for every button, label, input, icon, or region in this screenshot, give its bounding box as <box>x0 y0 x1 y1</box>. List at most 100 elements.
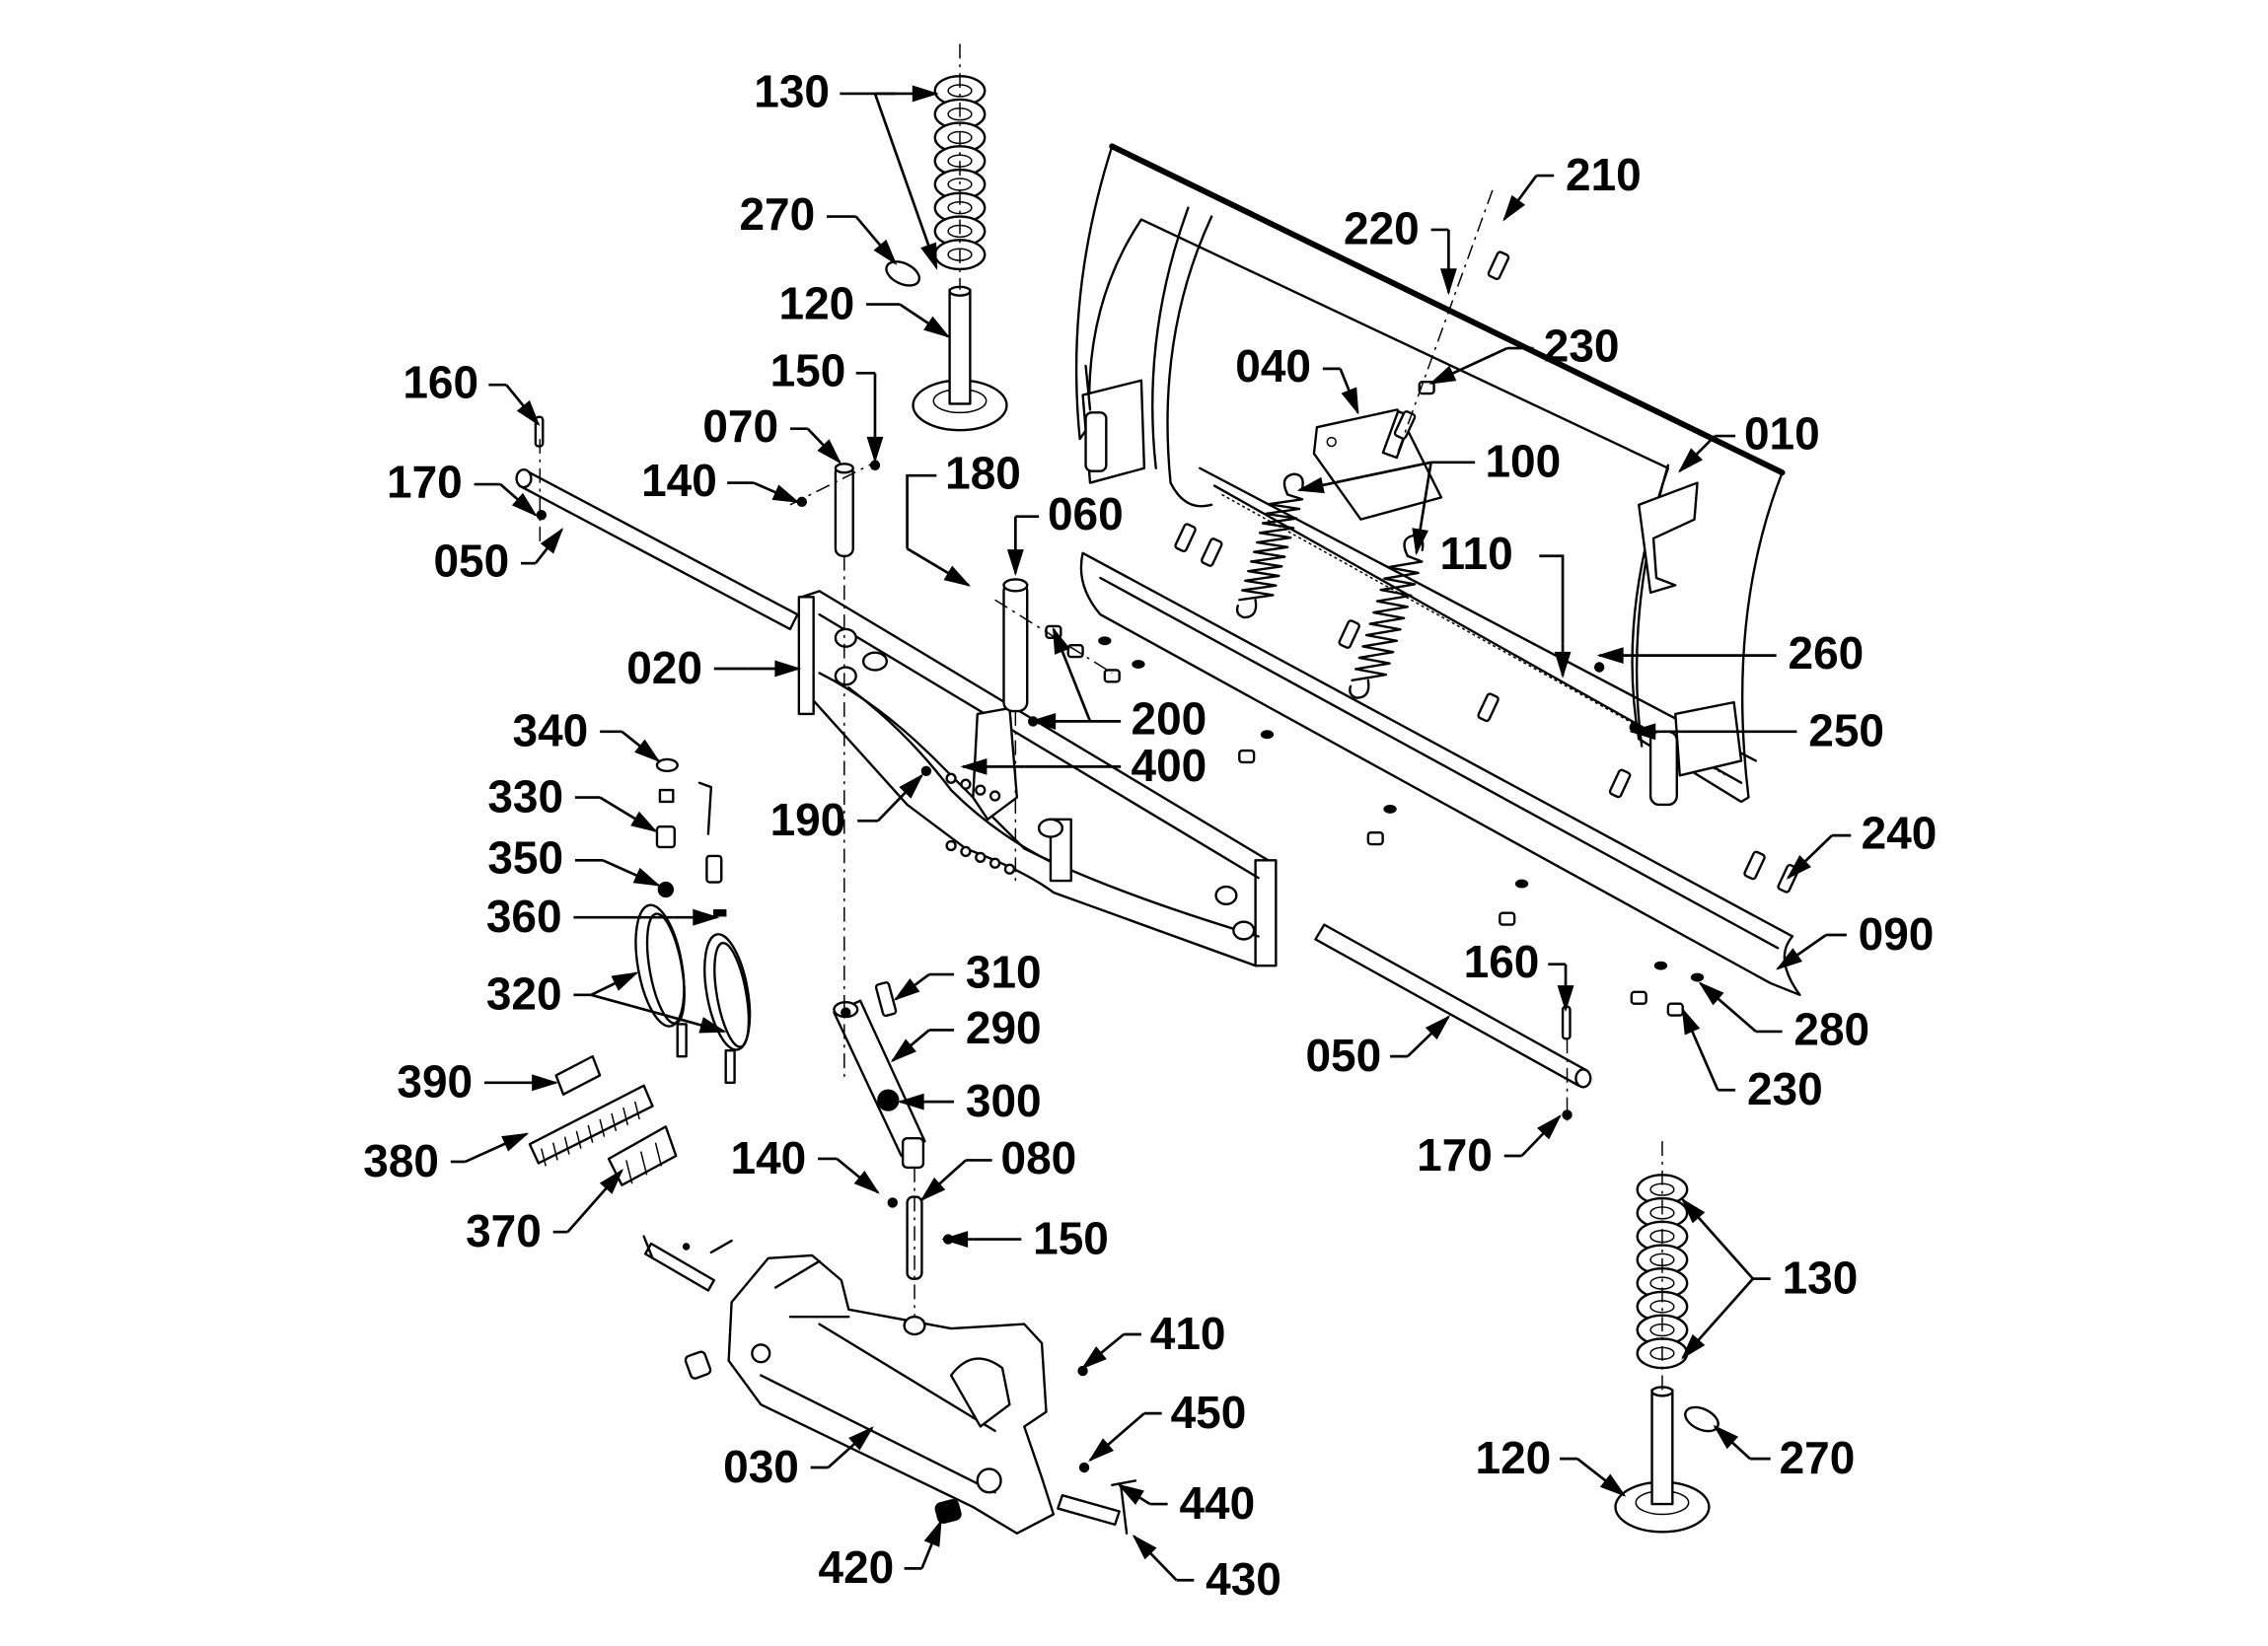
callout-430[interactable]: 430 <box>1132 1534 1281 1605</box>
coil <box>563 1136 570 1155</box>
arrowhead-icon <box>1537 1114 1562 1140</box>
small-fastener <box>1078 1462 1090 1473</box>
callout-220[interactable]: 220 <box>1344 203 1457 296</box>
callout-label: 130 <box>1783 1252 1859 1303</box>
clip-270-lower[interactable] <box>1681 1402 1721 1436</box>
lock-pin-430[interactable] <box>1057 1479 1137 1535</box>
spring-left[interactable] <box>684 1350 712 1380</box>
callout-230[interactable]: 230 <box>1428 320 1620 385</box>
spring-hook <box>1349 679 1370 699</box>
spring-hook <box>1235 599 1258 619</box>
arrowhead-icon <box>1439 268 1457 296</box>
callout-label: 080 <box>1001 1132 1077 1183</box>
callout-150[interactable]: 150 <box>770 345 884 464</box>
bolt <box>1477 692 1500 723</box>
callout-140[interactable]: 140 <box>641 455 800 506</box>
callout-270[interactable]: 270 <box>1713 1424 1855 1483</box>
callout-310[interactable]: 310 <box>893 946 1042 1001</box>
extension-springs[interactable] <box>1235 472 1425 699</box>
callout-230[interactable]: 230 <box>1681 1007 1823 1114</box>
callout-130[interactable]: 130 <box>754 65 939 270</box>
callout-label: 040 <box>1235 340 1311 392</box>
callout-260[interactable]: 260 <box>1596 627 1864 679</box>
callout-350[interactable]: 350 <box>487 832 661 887</box>
callout-290[interactable]: 290 <box>890 1002 1042 1063</box>
callout-110[interactable]: 110 <box>1439 528 1572 679</box>
clip-270-upper[interactable] <box>883 256 923 290</box>
a-frame[interactable] <box>797 590 1278 967</box>
callout-380[interactable]: 380 <box>363 1132 530 1186</box>
coil <box>622 1107 629 1126</box>
arrowhead-icon <box>960 757 988 775</box>
callout-label: 250 <box>1808 705 1884 756</box>
arrowhead-icon <box>774 660 802 678</box>
callout-label: 210 <box>1566 149 1642 200</box>
callout-200[interactable]: 200 <box>1029 626 1207 745</box>
callout-400[interactable]: 400 <box>960 740 1207 791</box>
callout-440[interactable]: 440 <box>1117 1477 1256 1529</box>
callout-300[interactable]: 300 <box>897 1075 1042 1126</box>
callout-370[interactable]: 370 <box>466 1168 624 1256</box>
callout-120[interactable]: 120 <box>1476 1432 1627 1497</box>
arrowhead-icon <box>1698 981 1724 1006</box>
arrowhead-icon <box>943 565 972 587</box>
callout-360[interactable]: 360 <box>486 891 720 942</box>
bolt <box>1487 250 1510 281</box>
arrowhead-icon <box>540 528 564 554</box>
callout-050[interactable]: 050 <box>1305 1015 1451 1081</box>
callout-130[interactable]: 130 <box>1681 1197 1859 1360</box>
pivot-rod-upper[interactable] <box>515 468 799 631</box>
callout-390[interactable]: 390 <box>397 1056 559 1108</box>
arrowhead-icon <box>1006 549 1024 577</box>
callout-140[interactable]: 140 <box>731 1132 880 1194</box>
skid-shoe-upper[interactable] <box>912 285 1008 432</box>
callout-160[interactable]: 160 <box>402 357 541 427</box>
hose-wraps[interactable] <box>528 1054 678 1186</box>
callout-010[interactable]: 010 <box>1677 407 1820 473</box>
callout-070[interactable]: 070 <box>702 400 842 465</box>
callout-330[interactable]: 330 <box>487 770 658 832</box>
callout-030[interactable]: 030 <box>723 1426 874 1492</box>
callout-090[interactable]: 090 <box>1776 908 1934 970</box>
pivot-rod-lower[interactable] <box>1314 923 1592 1089</box>
callout-label: 230 <box>1747 1063 1823 1114</box>
callout-label: 130 <box>754 65 830 116</box>
callout-420[interactable]: 420 <box>819 1519 942 1593</box>
callout-020[interactable]: 020 <box>626 642 802 693</box>
callout-270[interactable]: 270 <box>739 188 898 265</box>
lock-pin-set[interactable] <box>642 1235 733 1292</box>
callout-170[interactable]: 170 <box>387 456 538 517</box>
callout-150[interactable]: 150 <box>941 1212 1109 1263</box>
callout-180[interactable]: 180 <box>906 448 1021 587</box>
callout-450[interactable]: 450 <box>1088 1387 1246 1463</box>
callout-280[interactable]: 280 <box>1698 981 1870 1054</box>
cutting-edge[interactable] <box>1079 551 1801 997</box>
callout-120[interactable]: 120 <box>779 277 951 338</box>
callout-320[interactable]: 320 <box>486 968 727 1034</box>
callout-240[interactable]: 240 <box>1786 807 1938 880</box>
center-pin-060[interactable] <box>1002 578 1029 713</box>
arrowhead-icon <box>1786 855 1811 880</box>
callout-210[interactable]: 210 <box>1502 149 1642 222</box>
callout-040[interactable]: 040 <box>1235 340 1359 415</box>
callout-label: 060 <box>1048 488 1124 539</box>
hydraulic-hoses[interactable] <box>627 901 758 1085</box>
hydraulic-cylinder[interactable] <box>833 981 926 1170</box>
skid-shoe-lower[interactable] <box>1614 1386 1711 1534</box>
callout-160[interactable]: 160 <box>1464 936 1574 1013</box>
callout-050[interactable]: 050 <box>433 528 564 587</box>
pin-160-lower[interactable] <box>1561 1005 1572 1040</box>
callout-410[interactable]: 410 <box>1080 1308 1226 1370</box>
callout-100[interactable]: 100 <box>1296 436 1561 556</box>
moldboard-blade[interactable] <box>1074 143 1786 807</box>
callout-060[interactable]: 060 <box>1006 488 1124 577</box>
callout-190[interactable]: 190 <box>770 773 924 845</box>
callout-250[interactable]: 250 <box>1629 705 1884 756</box>
fittings-stack[interactable] <box>655 757 727 917</box>
mount-frame[interactable] <box>727 1253 1056 1535</box>
arrowhead-icon <box>1776 948 1803 970</box>
callout-080[interactable]: 080 <box>919 1132 1077 1202</box>
spring-420[interactable] <box>934 1498 962 1525</box>
callout-340[interactable]: 340 <box>513 705 661 763</box>
callout-170[interactable]: 170 <box>1417 1114 1562 1181</box>
